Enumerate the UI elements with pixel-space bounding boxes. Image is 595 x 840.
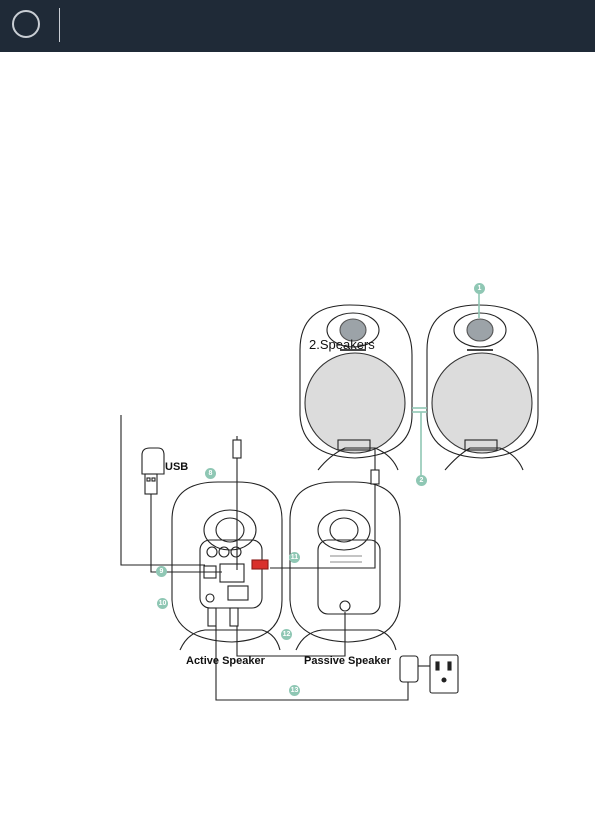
active-speaker-label: Active Speaker (186, 655, 265, 667)
usb-label: USB (165, 461, 188, 473)
callout-8: 8 (205, 468, 216, 479)
callout-13: 13 (289, 685, 300, 696)
callout-10: 10 (157, 598, 168, 609)
passive-speaker-label: Passive Speaker (304, 655, 391, 667)
callout-9: 9 (156, 566, 167, 577)
callout-12: 12 (281, 629, 292, 640)
callout-2: 2 (416, 475, 427, 486)
callout-1: 1 (474, 283, 485, 294)
section-title: 2.Speakers (309, 337, 375, 352)
callout-11: 11 (289, 552, 300, 563)
